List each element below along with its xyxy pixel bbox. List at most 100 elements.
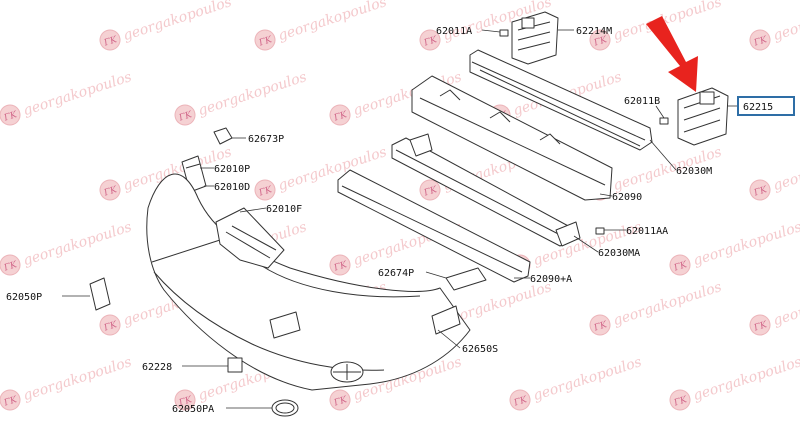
- watermark-text: georgakopoulos: [611, 279, 724, 329]
- watermark-text: georgakopoulos: [771, 279, 800, 329]
- watermark-logo-letters: ΓΚ: [177, 395, 195, 409]
- watermark-logo-icon: [669, 254, 691, 276]
- watermark-logo-icon: [254, 29, 276, 51]
- bolt-62011b: [659, 117, 669, 125]
- part-plate-62228: [227, 357, 243, 373]
- watermark-logo-letters: ΓΚ: [422, 35, 440, 49]
- watermark-logo-letters: ΓΚ: [102, 185, 120, 199]
- watermark-logo-letters: ΓΚ: [102, 320, 120, 334]
- watermark-text: georgakopoulos: [771, 144, 800, 194]
- label-62050pa: 62050PA: [172, 404, 214, 415]
- watermark-logo-icon: [419, 29, 441, 51]
- part-bracket-62215: [677, 87, 729, 146]
- part-labels: 62011A 62214M 62011B 62215 62673P 62010P…: [6, 26, 773, 415]
- watermark-logo-letters: ΓΚ: [672, 395, 690, 409]
- watermark-logo-letters: ΓΚ: [592, 320, 610, 334]
- watermark-logo-icon: [99, 314, 121, 336]
- part-lower-absorber-62090a: [337, 169, 531, 283]
- watermark-text: georgakopoulos: [771, 0, 800, 44]
- watermark-text: georgakopoulos: [691, 354, 800, 404]
- part-reinforcement-62030m: [469, 49, 653, 151]
- part-absorber-62090: [411, 75, 613, 201]
- watermark-text: georgakopoulos: [531, 354, 644, 404]
- label-62010d: 62010D: [214, 182, 250, 193]
- label-62030ma: 62030MA: [598, 248, 640, 259]
- watermark-logo-letters: ΓΚ: [332, 395, 350, 409]
- watermark-logo-icon: [0, 389, 21, 411]
- label-62090a: 62090+A: [530, 274, 572, 285]
- watermark-text: georgakopoulos: [121, 0, 234, 44]
- label-62650s: 62650S: [462, 344, 498, 355]
- watermark-logo-icon: [749, 179, 771, 201]
- label-62214m: 62214M: [576, 26, 612, 37]
- watermark-logo-icon: [419, 179, 441, 201]
- part-bracket-62214m: [511, 11, 559, 65]
- watermark-text: georgakopoulos: [196, 69, 309, 119]
- watermark-text: georgakopoulos: [21, 69, 134, 119]
- watermark-logo-icon: [0, 104, 21, 126]
- watermark-logo-icon: [254, 179, 276, 201]
- watermark-logo-letters: ΓΚ: [2, 110, 20, 124]
- label-62673p: 62673P: [248, 134, 284, 145]
- part-ring-62050pa: [271, 399, 299, 417]
- label-62050p: 62050P: [6, 292, 42, 303]
- watermark-logo-letters: ΓΚ: [332, 110, 350, 124]
- watermark-logo-icon: [749, 314, 771, 336]
- bolt-62011aa: [595, 227, 605, 235]
- watermark-logo-icon: [749, 29, 771, 51]
- watermark-logo-icon: [669, 389, 691, 411]
- part-clip-62673p: [213, 127, 233, 145]
- watermark-logo-letters: ΓΚ: [102, 35, 120, 49]
- watermark-logo-icon: [509, 389, 531, 411]
- watermark-logo-icon: [329, 389, 351, 411]
- watermark-logo-icon: [174, 104, 196, 126]
- label-62011a: 62011A: [436, 26, 472, 37]
- watermark-logo-icon: [329, 254, 351, 276]
- label-62030m: 62030M: [676, 166, 712, 177]
- watermark-text: georgakopoulos: [691, 219, 800, 269]
- label-62215: 62215: [743, 102, 773, 113]
- watermark-logo-icon: [99, 179, 121, 201]
- watermark-text: georgakopoulos: [21, 219, 134, 269]
- part-bumper-cover: [146, 173, 471, 391]
- watermark-logo-letters: ΓΚ: [672, 260, 690, 274]
- watermark-logo-letters: ΓΚ: [257, 185, 275, 199]
- label-62090: 62090: [612, 192, 642, 203]
- watermark-logo-icon: [99, 29, 121, 51]
- bolt-62011a: [499, 29, 509, 37]
- label-62010p: 62010P: [214, 164, 250, 175]
- highlight-arrow: [646, 16, 698, 92]
- watermark-logo-letters: ΓΚ: [257, 35, 275, 49]
- watermark-logo-icon: [174, 389, 196, 411]
- label-62010f: 62010F: [266, 204, 302, 215]
- watermark-text: georgakopoulos: [276, 0, 389, 44]
- highlight-box-62215: [737, 96, 795, 116]
- watermark-logo-icon: [589, 29, 611, 51]
- watermark-logo-letters: ΓΚ: [592, 35, 610, 49]
- watermark-logo-letters: ΓΚ: [512, 395, 530, 409]
- label-62011aa: 62011AA: [626, 226, 668, 237]
- watermark-text: georgakopoulos: [21, 354, 134, 404]
- watermark-logo-letters: ΓΚ: [2, 260, 20, 274]
- part-cover-62050p: [89, 277, 111, 311]
- label-62228: 62228: [142, 362, 172, 373]
- watermark-logo-letters: ΓΚ: [332, 260, 350, 274]
- part-bracket-62674p: [445, 267, 487, 291]
- label-62674p: 62674P: [378, 268, 414, 279]
- watermark-logo-letters: ΓΚ: [422, 185, 440, 199]
- watermark-logo-icon: [329, 104, 351, 126]
